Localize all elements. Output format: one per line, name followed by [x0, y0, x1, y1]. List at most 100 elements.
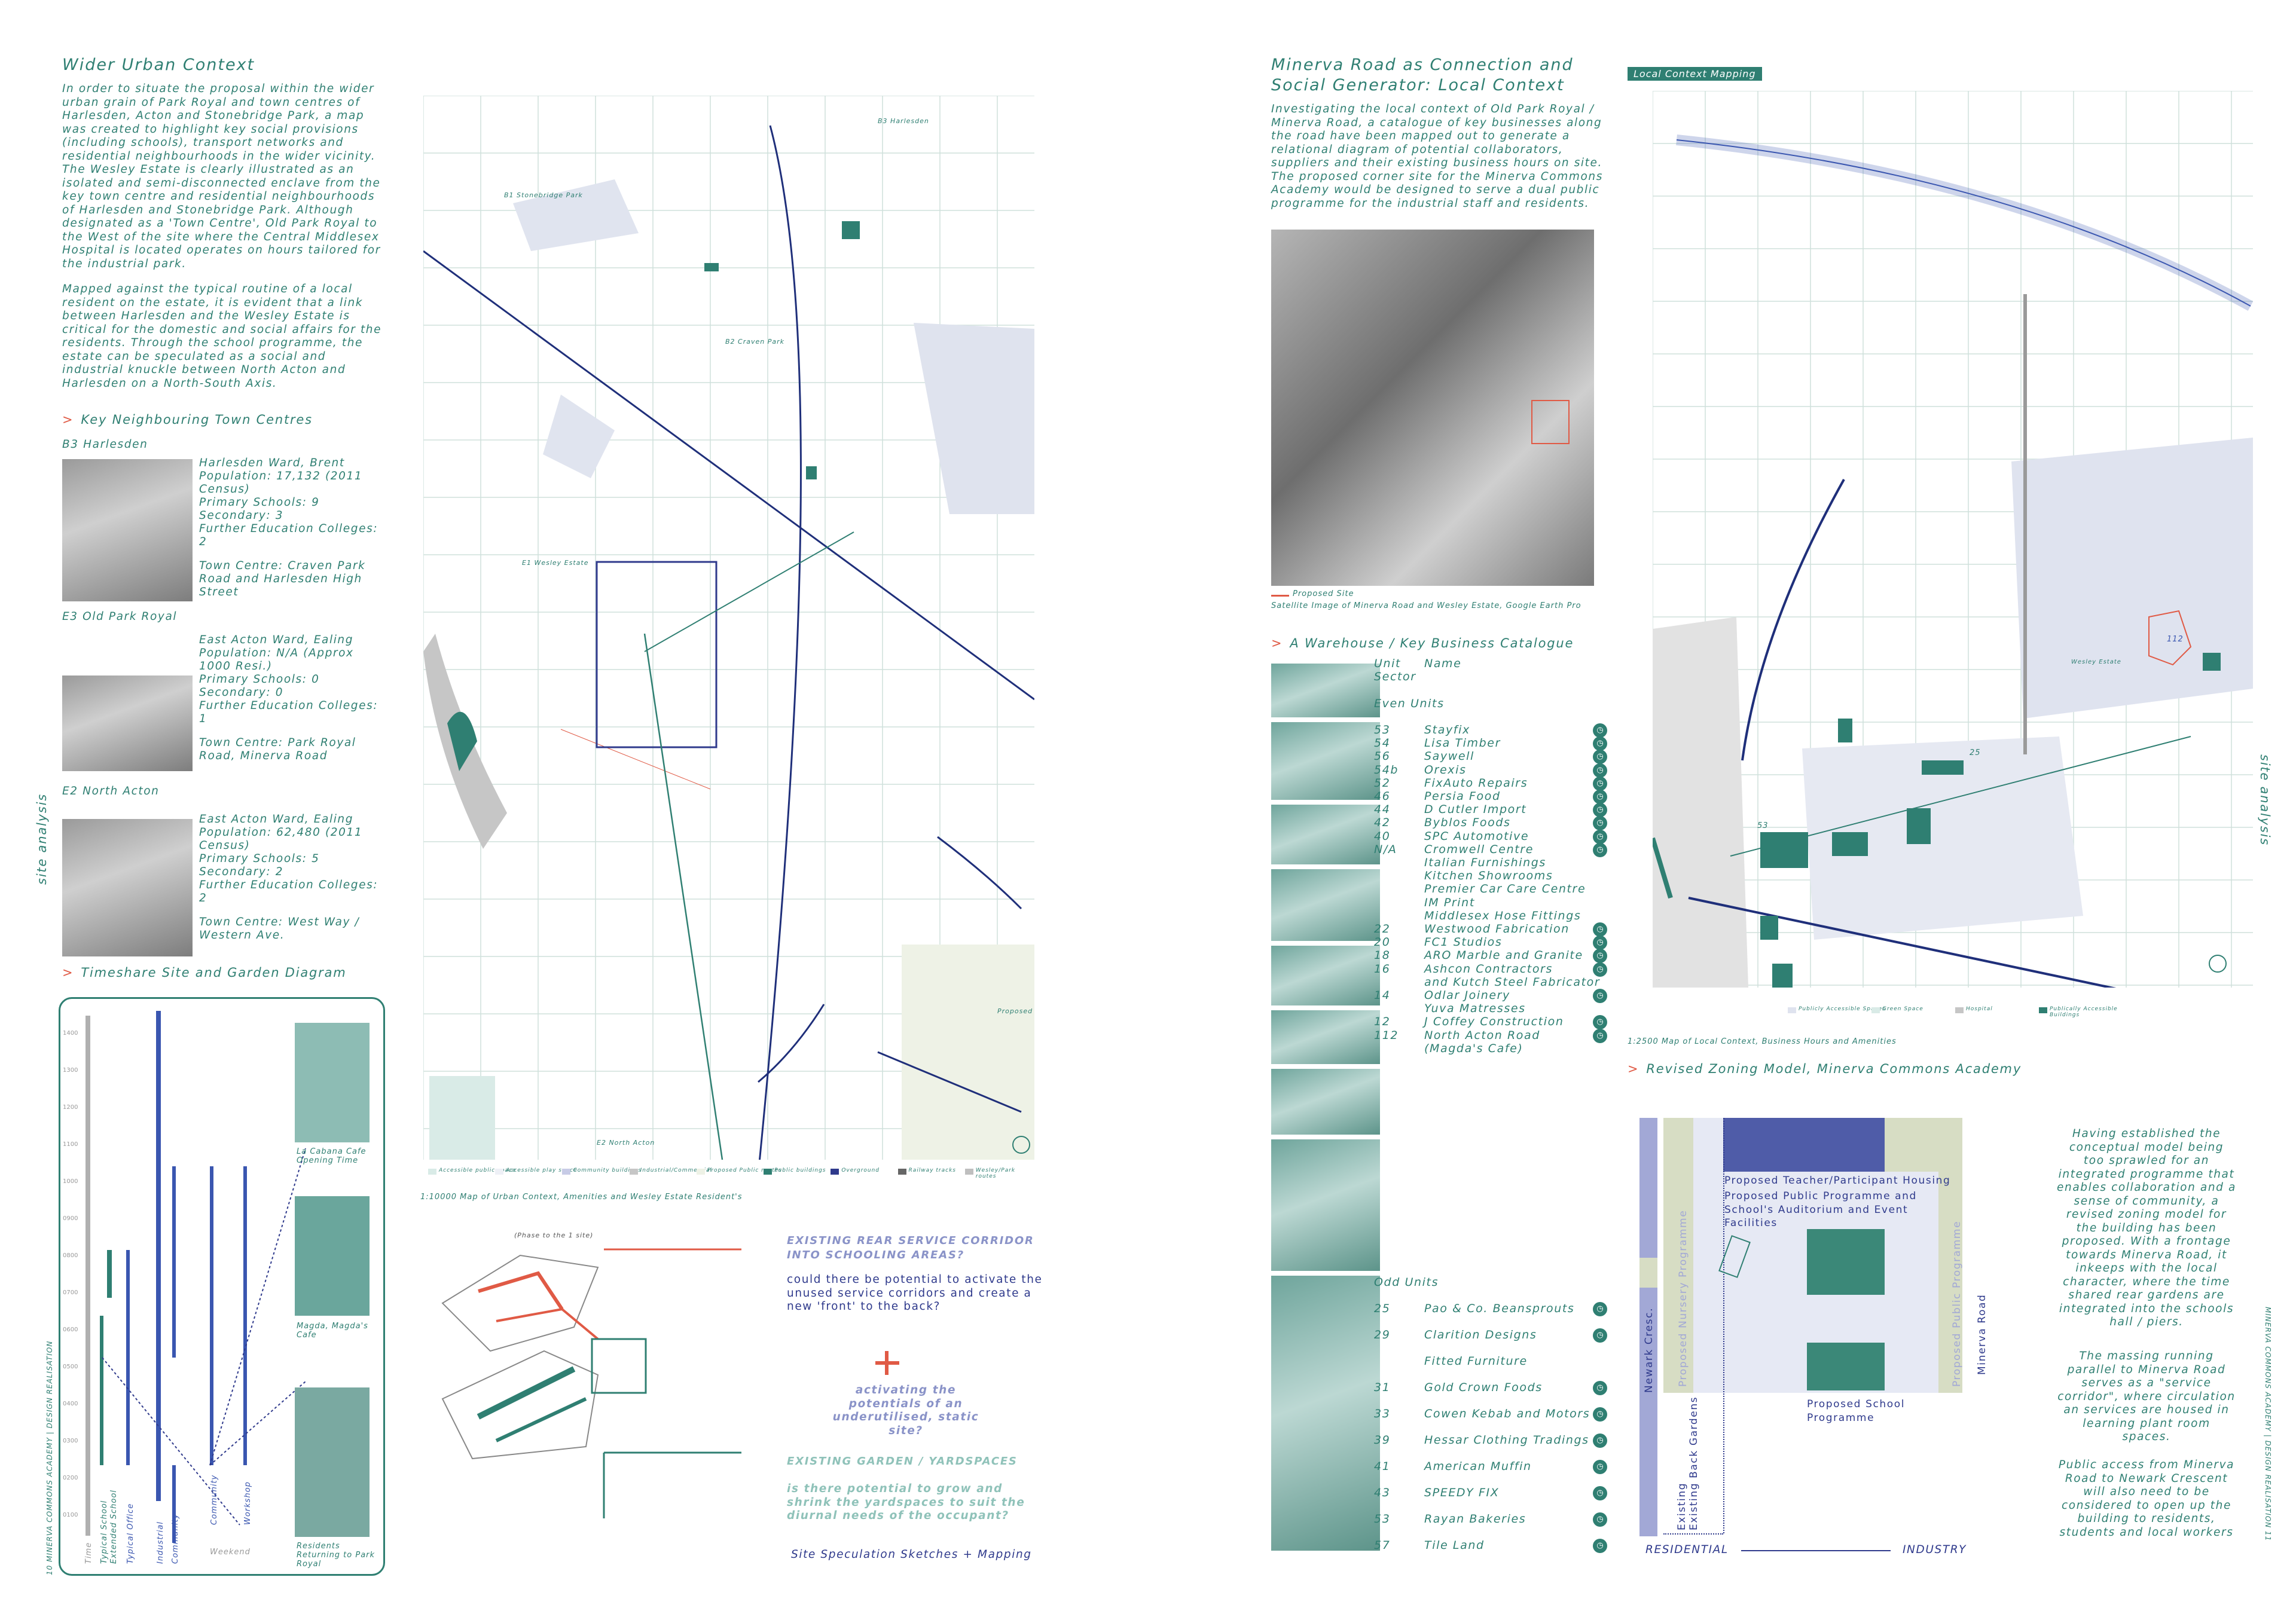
unit-number: 33 [1374, 1407, 1391, 1420]
urban-context-map: B1 Stonebridge Park B3 Harlesden B2 Crav… [423, 95, 1035, 1292]
business-name: Rayan Bakeries [1424, 1512, 1526, 1526]
time-tick: 1300 [63, 1067, 78, 1074]
bar-label: Industrial [156, 1521, 165, 1564]
newark-label: Newark Cresc. [1643, 1307, 1655, 1393]
business-name: Ashcon Contractors [1424, 962, 1553, 976]
bar-label: Time [84, 1542, 93, 1564]
zoning-model: Proposed Teacher/Participant Housing Pro… [1639, 1118, 1992, 1560]
catalogue-photos [1271, 664, 1380, 1551]
time-tick: 0900 [63, 1215, 78, 1222]
zone-auditorium-label: Proposed Public Programme and School's A… [1724, 1190, 1917, 1229]
business-name: Persia Food [1424, 790, 1501, 803]
proposed-site-key [1271, 595, 1289, 597]
map-label: 112 [2167, 635, 2184, 644]
bar-label: Typical Office [126, 1503, 135, 1564]
time-tick: 0800 [63, 1252, 78, 1259]
legend-label: Accessible play space [506, 1167, 578, 1173]
right-intro: Investigating the local context of Old P… [1271, 103, 1603, 210]
map-label: 25 [1970, 748, 1981, 757]
business-name: Hessar Clothing Tradings [1424, 1434, 1589, 1447]
arrow-icon: > [62, 965, 74, 980]
spec-body-2: is there potential to grow and shrink th… [787, 1483, 1025, 1522]
business-hours-icon: ◷ [1593, 803, 1607, 818]
gardens-label: Existing Back Gardens [1688, 1396, 1700, 1530]
centre-code: E2 North Acton [62, 785, 160, 797]
business-name: Tile Land [1424, 1539, 1485, 1552]
unit-number: 54b [1374, 763, 1399, 777]
unit-number: 112 [1374, 1028, 1399, 1042]
centre-code: B3 Harlesden [62, 438, 148, 451]
map-label: B3 Harlesden [878, 117, 929, 125]
gardens-bottom [1663, 1533, 1723, 1535]
unit-number: 56 [1374, 750, 1391, 763]
bar-label: Community [171, 1513, 180, 1564]
col-unit: Unit [1374, 657, 1402, 670]
time-tick: 0600 [63, 1326, 78, 1333]
business-name: SPEEDY FIX [1424, 1486, 1500, 1499]
bar-label: Extended School [109, 1489, 118, 1564]
business-hours-icon: ◷ [1593, 949, 1607, 964]
zone-public-label: Proposed Public Programme [1951, 1220, 1963, 1387]
time-tick: 0100 [63, 1512, 78, 1518]
public-right-zone [1885, 1118, 1962, 1172]
axis-line [1741, 1550, 1891, 1551]
business-name: FC1 Studios [1424, 936, 1503, 949]
local-context-map: Wesley Estate 25 53 112 [1650, 90, 2254, 1001]
zoning-text-3: Public access from Minerva Road to Newar… [2058, 1459, 2235, 1539]
legend-swatch [629, 1169, 638, 1175]
map-label: 53 [1757, 821, 1769, 830]
unit-number: 29 [1374, 1328, 1391, 1341]
centre-code: E3 Old Park Royal [62, 610, 178, 623]
north-arrow-icon [1012, 1136, 1030, 1154]
sketch-note: (Phase to the 1 site) [514, 1231, 594, 1239]
business-hours-icon: ◷ [1593, 1512, 1607, 1527]
business-name: North Acton Road [1424, 1028, 1540, 1042]
business-hours-icon: ◷ [1593, 816, 1607, 831]
business-hours-icon: ◷ [1593, 1434, 1607, 1448]
timeshare-chart: 1400130012001100100009000800070006000500… [63, 1011, 370, 1543]
business-hours-icon: ◷ [1593, 829, 1607, 844]
business-name: Lisa Timber [1424, 736, 1501, 750]
odd-units-label: Odd Units [1374, 1276, 1439, 1289]
business-hours-icon: ◷ [1593, 1381, 1607, 1395]
satellite-caption: Satellite Image of Minerva Road and Wesl… [1271, 601, 1581, 610]
legend-label: Public buildings [774, 1167, 826, 1173]
red-cross-icon [875, 1351, 899, 1375]
unit-number: 16 [1374, 962, 1391, 976]
arrow-icon: > [1628, 1062, 1639, 1076]
legend-label: Wesley/Park routes [975, 1167, 1016, 1179]
public-programme-zone [1938, 1172, 1962, 1393]
urban-map-svg [423, 95, 1035, 1292]
left-title: Wider Urban Context [62, 56, 255, 74]
map-label: B2 Craven Park [725, 338, 784, 346]
bar-label: Typical School [100, 1500, 109, 1564]
business-hours-icon: ◷ [1593, 763, 1607, 778]
business-hours-icon: ◷ [1593, 1460, 1607, 1474]
spec-mid: activating the potentials of an underuti… [832, 1384, 979, 1437]
right-title: Minerva Road as Connection and Social Ge… [1271, 56, 1574, 94]
left-intro-2: Mapped against the typical routine of a … [62, 283, 382, 390]
business-name: Fitted Furniture [1424, 1355, 1528, 1368]
business-name: D Cutler Import [1424, 803, 1527, 817]
bar-label: Community [210, 1474, 219, 1525]
business-name: Cowen Kebab and Motors [1424, 1407, 1590, 1420]
unit-number: 54 [1374, 736, 1391, 750]
key-centres-heading: >Key Neighbouring Town Centres [62, 412, 313, 427]
legend-swatch [1955, 1007, 1964, 1013]
unit-number: 53 [1374, 1512, 1391, 1526]
unit-number: 40 [1374, 829, 1391, 843]
legend-swatch [2039, 1007, 2047, 1013]
business-hours-icon: ◷ [1593, 723, 1607, 738]
business-hours-icon: ◷ [1593, 936, 1607, 950]
legend-label: Publicly Accessible Spaces [1799, 1006, 1886, 1012]
unit-number: 41 [1374, 1460, 1391, 1473]
harlesden-photo [62, 459, 193, 601]
legend-label: Accessible public space [439, 1167, 517, 1173]
side-label-right: site analysis [2258, 754, 2272, 846]
business-hours-icon: ◷ [1593, 1302, 1607, 1316]
zoning-heading: >Revised Zoning Model, Minerva Commons A… [1628, 1062, 2022, 1076]
satellite-image [1271, 230, 1594, 586]
